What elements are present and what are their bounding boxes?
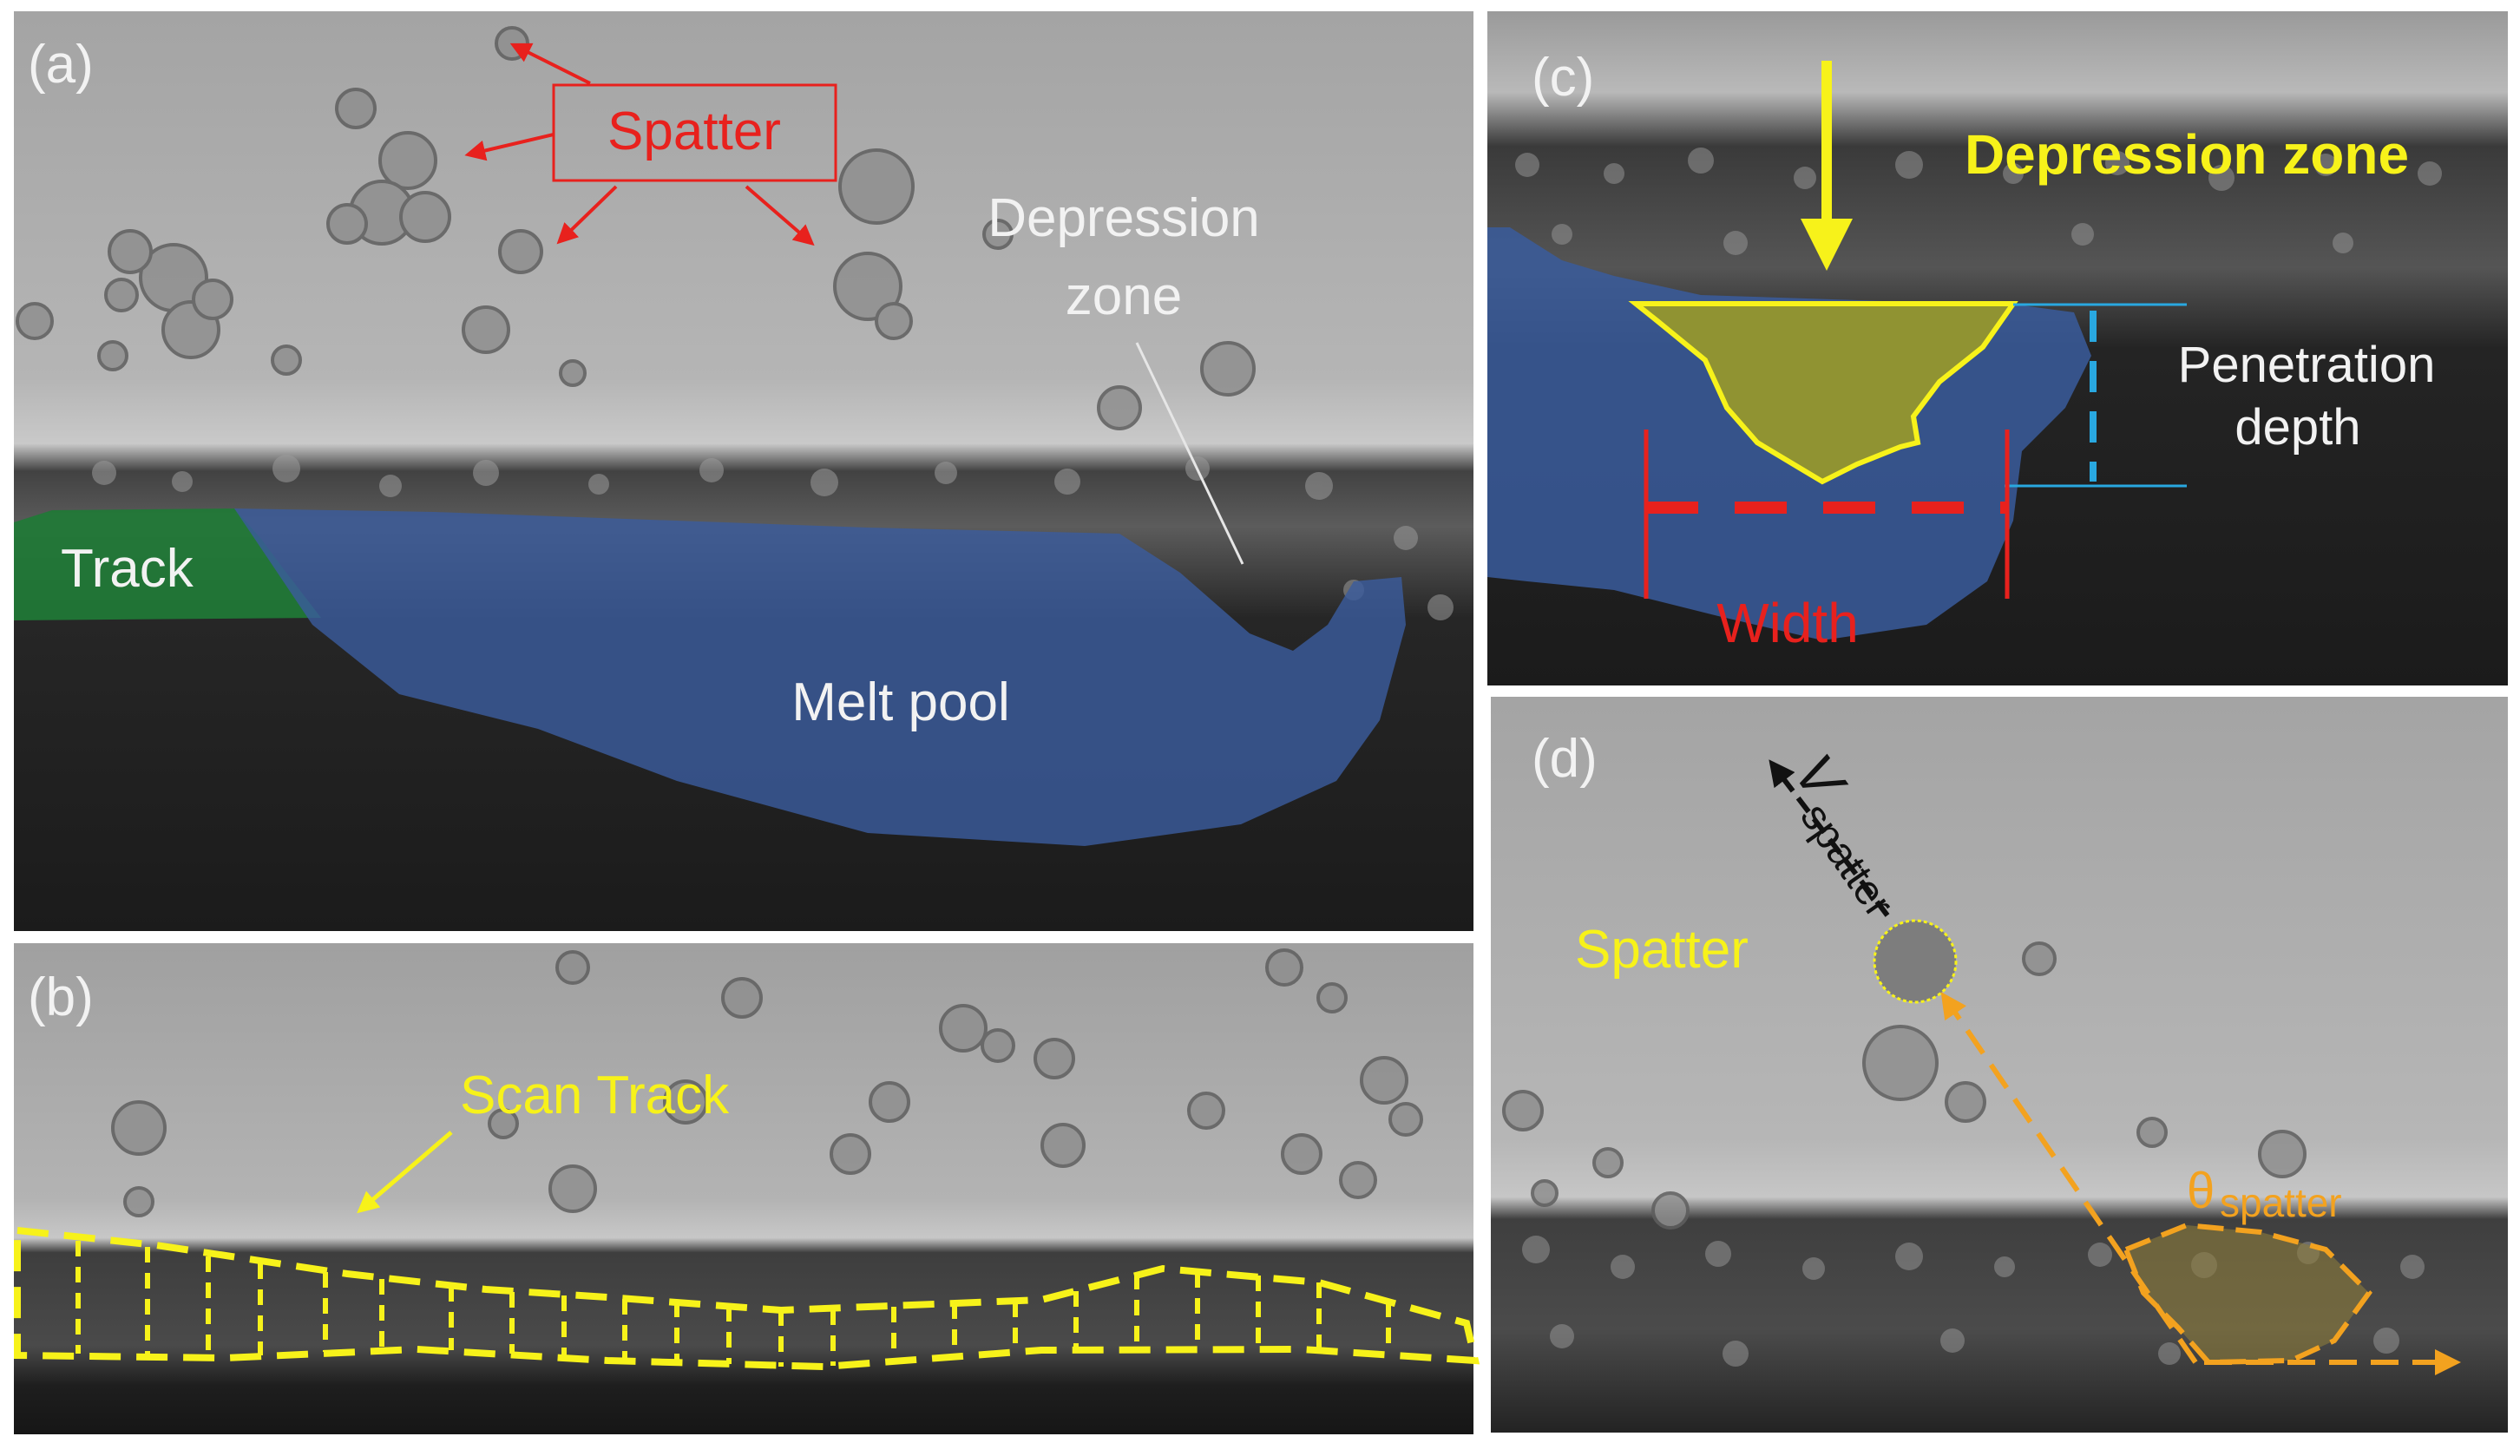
trajectory-line	[1940, 992, 2198, 1364]
penetration-depth-indicator	[2005, 303, 2187, 488]
panel-d: (d) Spatter V spatter θ spatter	[1491, 697, 2508, 1433]
spatter-arrows	[464, 43, 815, 246]
panel-c-letter: (c)	[1532, 48, 1594, 108]
panel-b-scan-track-label: Scan Track	[460, 1066, 730, 1125]
spatter-label-box	[552, 83, 837, 182]
panel-a-melt-pool-label: Melt pool	[791, 672, 1010, 732]
scan-track-arrow	[357, 1131, 453, 1214]
panel-a: Spatter (a) Depression zone Track Melt p…	[14, 11, 1473, 931]
panel-a-depression-line2: zone	[1066, 266, 1182, 326]
panel-c-depression-label: Depression zone	[1965, 123, 2409, 186]
angle-subscript: spatter	[2220, 1180, 2342, 1225]
track-region	[14, 508, 321, 620]
panel-c-width-label: Width	[1716, 592, 1859, 654]
panel-b-letter: (b)	[28, 967, 94, 1027]
panel-d-background	[1491, 697, 2508, 1433]
panel-c-depression-shape	[1628, 301, 2018, 485]
panel-d-spatter-label: Spatter	[1575, 920, 1749, 980]
panel-a-powder-particles	[16, 26, 1256, 430]
panel-c-penetration-line2: depth	[2235, 399, 2360, 456]
angle-symbol: θ	[2187, 1163, 2215, 1219]
panel-d-spatter-particle	[1873, 919, 1958, 1004]
panel-a-spatter-label: Spatter	[607, 102, 781, 161]
scan-track-hatching	[75, 1241, 1391, 1367]
panel-d-letter: (d)	[1532, 729, 1598, 789]
panel-c-powder-bed-dots	[1515, 148, 2442, 255]
panel-b-powder-particles	[111, 948, 1423, 1217]
scan-track-outline	[14, 1226, 1480, 1371]
panel-c: (c) Depression zone Penetration depth Wi…	[1487, 11, 2508, 685]
panel-a-letter: (a)	[28, 35, 94, 95]
panel-a-depression-line1: Depression	[988, 188, 1260, 248]
panel-b: (b) Scan Track	[14, 943, 1480, 1434]
melt-pool-region	[234, 508, 1406, 846]
depression-pointer-line	[1135, 342, 1244, 565]
panel-c-penetration-line1: Penetration	[2178, 337, 2436, 393]
width-indicator	[1644, 430, 2010, 599]
panel-d-powder-bed-dots	[1522, 1236, 2425, 1367]
panel-a-track-label: Track	[61, 539, 194, 599]
velocity-arrow	[1769, 759, 1890, 917]
panel-d-powder-particles	[1502, 941, 2307, 1230]
angle-label: θ spatter	[2187, 1163, 2342, 1225]
